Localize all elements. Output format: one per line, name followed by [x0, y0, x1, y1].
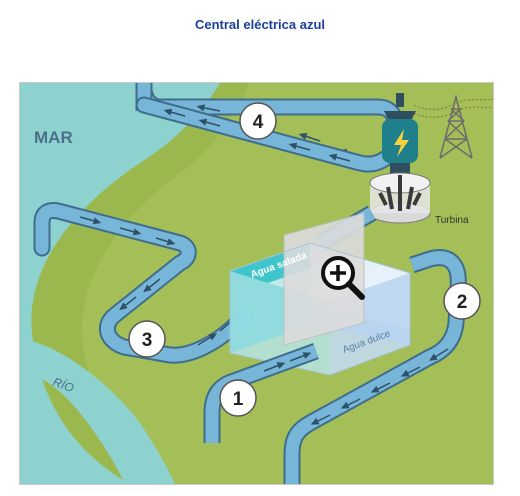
osmosis-tank: [229, 212, 411, 376]
sea-label: MAR: [34, 128, 73, 147]
step-number-1: 1: [233, 389, 244, 410]
power-pylon-icon: [439, 94, 473, 159]
step-badge-3[interactable]: 3: [128, 320, 166, 358]
pipe-1-flow-arrows: [263, 352, 312, 372]
generator: [382, 93, 418, 177]
step-number-4: 4: [253, 112, 264, 133]
lightning-bolt-icon: [394, 129, 409, 157]
pipe-2: [283, 249, 467, 484]
pipe-3: [33, 202, 254, 364]
step-number-3: 3: [142, 330, 153, 351]
river: [20, 338, 175, 484]
step-badge-2[interactable]: 2: [443, 282, 481, 320]
pipe-2-flow-arrows: [310, 348, 449, 425]
page-title: Central eléctrica azul: [194, 17, 326, 32]
power-cables: [413, 98, 493, 118]
pipe-3-flow-arrows: [79, 216, 237, 346]
turbine-label: Turbina: [435, 215, 469, 226]
power-plant-diagram: MAR RÍO: [19, 82, 494, 485]
step-badge-4[interactable]: 4: [239, 102, 277, 140]
river-label: RÍO: [51, 374, 76, 395]
magnifier-plus-icon[interactable]: [321, 256, 365, 300]
step-number-2: 2: [457, 292, 468, 313]
pipe-4-diag-arrows: [163, 108, 351, 162]
turbine: [369, 172, 431, 224]
step-badge-1[interactable]: 1: [219, 379, 257, 417]
